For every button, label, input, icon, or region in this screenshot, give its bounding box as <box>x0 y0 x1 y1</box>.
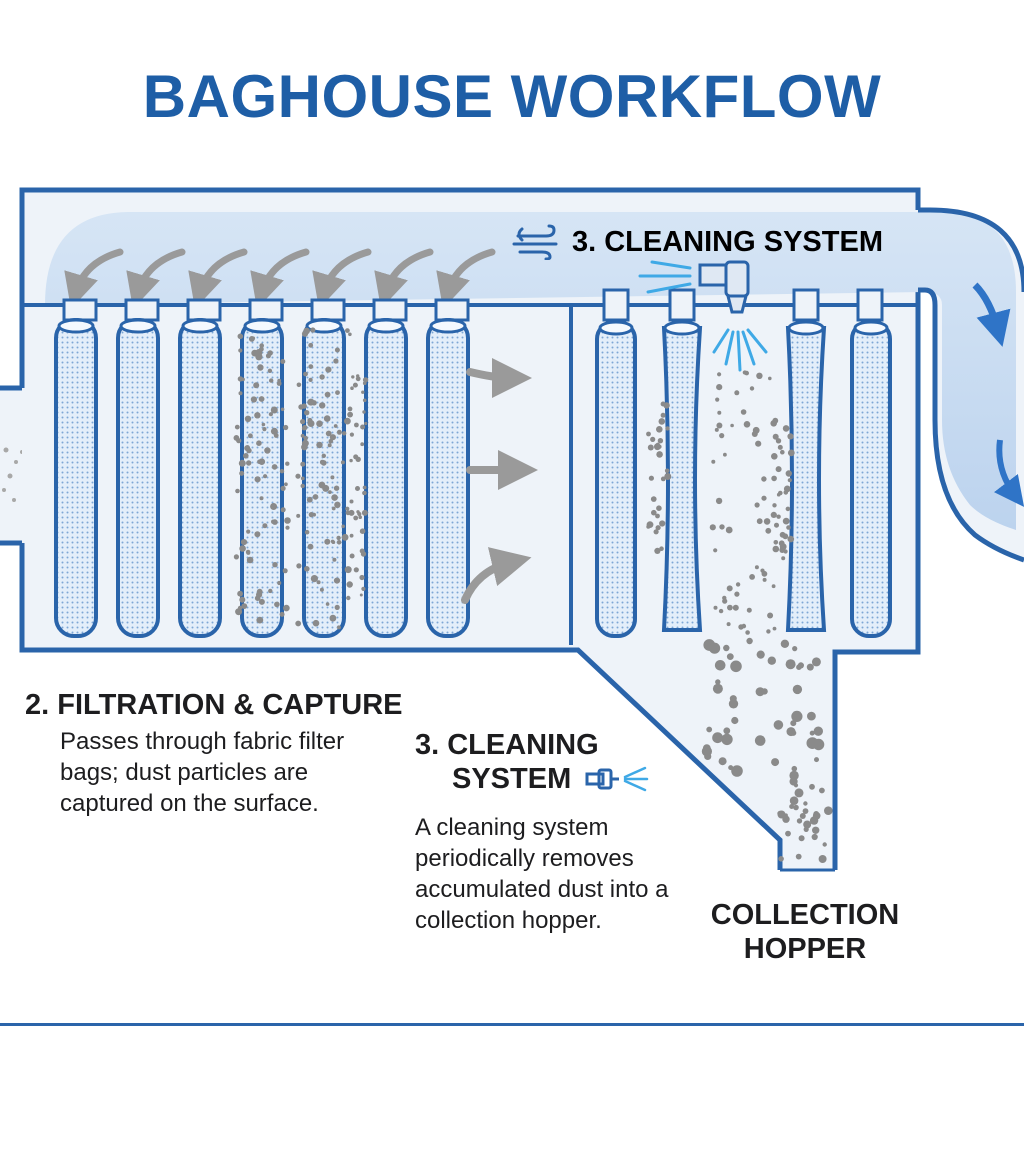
cleaning-heading: 3. CLEANING SYSTEM <box>415 728 675 796</box>
filter-bag <box>850 320 892 638</box>
filter-bag <box>426 318 470 638</box>
bottom-rule <box>0 1023 1024 1026</box>
hopper-label-line2: HOPPER <box>743 933 867 965</box>
spray-icon <box>638 260 768 372</box>
filter-bag <box>595 320 637 638</box>
inflow-arrows <box>64 248 496 309</box>
hopper-label-line1: COLLECTION <box>710 899 900 931</box>
outflow-arrows <box>461 357 538 604</box>
cleaning-heading-line1: 3. CLEANING <box>415 729 599 761</box>
filtration-description: Passes through fabric filter bags; dust … <box>60 728 345 817</box>
collection-hopper-label: COLLECTION HOPPER <box>700 898 910 966</box>
page-title: BAGHOUSE WORKFLOW <box>142 63 882 130</box>
filter-bags-right <box>595 320 892 638</box>
cleaning-system-top-text: 3. CLEANING SYSTEM <box>572 225 883 258</box>
captured-dust <box>233 327 369 630</box>
filtration-heading: 2. FILTRATION & CAPTURE <box>25 689 403 721</box>
cleaning-system-top-label: 3. CLEANING SYSTEM <box>512 224 883 260</box>
filter-bag <box>54 318 98 638</box>
cleaning-description: A cleaning system periodically removes a… <box>415 814 669 934</box>
cleaning-heading-line2: SYSTEM <box>452 763 572 795</box>
filter-bag <box>364 318 408 638</box>
filter-bag <box>116 318 160 638</box>
falling-dust <box>646 370 833 863</box>
filter-bag <box>178 318 222 638</box>
nozzle-spray-icon <box>585 766 649 792</box>
wind-icon <box>512 224 558 260</box>
clean-air-plenum <box>22 207 1024 563</box>
filter-bag <box>302 318 346 638</box>
nozzle-icon <box>698 260 750 314</box>
filter-bag-pulsing <box>785 320 827 632</box>
